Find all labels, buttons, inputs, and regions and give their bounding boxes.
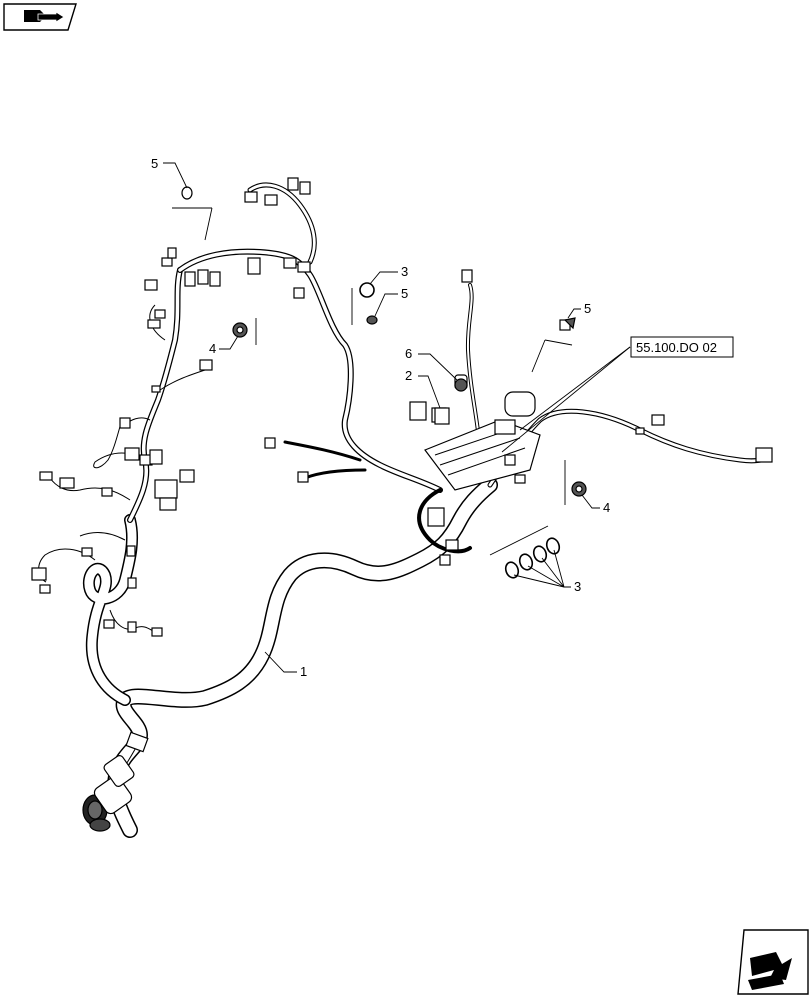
fuse-box (424, 391, 541, 491)
section-break-marks (172, 207, 573, 556)
callout-5-right: 5 (584, 301, 591, 316)
round-plug-connector (82, 755, 135, 832)
page-back-arrow-icon[interactable] (3, 3, 77, 31)
callout-2: 2 (405, 368, 412, 383)
callout-4-left: 4 (209, 341, 216, 356)
connectors (31, 177, 773, 832)
callout-5-mid: 5 (401, 286, 408, 301)
callout-6: 6 (405, 346, 412, 361)
leader-lines (163, 162, 631, 673)
callout-1: 1 (300, 664, 307, 679)
reference-label: 55.100.DO 02 (636, 340, 717, 355)
callout-3-top: 3 (401, 264, 408, 279)
callout-3-bottom: 3 (574, 579, 581, 594)
page-next-arrow-icon[interactable] (737, 929, 809, 995)
reference-box[interactable]: 55.100.DO 02 (630, 336, 734, 358)
callout-labels: 5 3 5 4 6 2 5 4 1 3 (151, 156, 610, 679)
callout-4-right: 4 (603, 500, 610, 515)
callout-5-top: 5 (151, 156, 158, 171)
